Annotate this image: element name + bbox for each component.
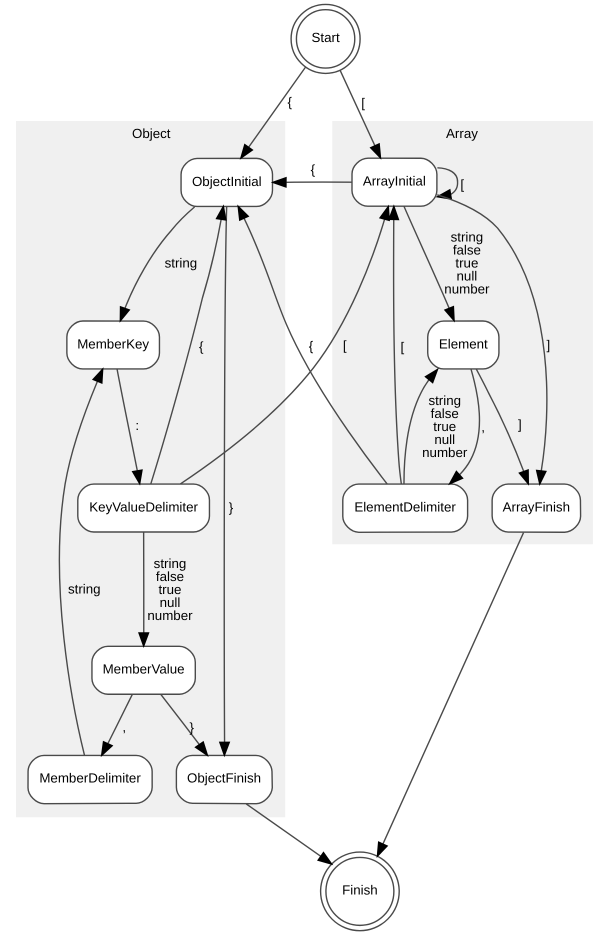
svg-text:true: true <box>433 419 456 434</box>
svg-text:[: [ <box>401 339 405 354</box>
svg-text:,: , <box>122 720 126 735</box>
svg-text::: : <box>135 418 139 433</box>
svg-text:]: ] <box>518 417 522 432</box>
svg-text:[: [ <box>460 177 464 192</box>
svg-text:string: string <box>451 230 484 245</box>
svg-text:}: } <box>229 500 234 515</box>
svg-text:null: null <box>434 432 455 447</box>
svg-text:}: } <box>189 720 194 735</box>
svg-text:KeyValueDelimiter: KeyValueDelimiter <box>89 499 198 514</box>
svg-text:{: { <box>311 162 316 177</box>
svg-text:Array: Array <box>446 126 478 141</box>
svg-text:ArrayFinish: ArrayFinish <box>503 499 570 514</box>
svg-text:false: false <box>431 406 459 421</box>
svg-text:string: string <box>154 556 187 571</box>
svg-text:[: [ <box>361 96 365 111</box>
svg-text:[: [ <box>343 338 347 353</box>
svg-text:{: { <box>199 339 204 354</box>
svg-text:,: , <box>481 419 485 434</box>
svg-text:string: string <box>428 393 461 408</box>
svg-text:ObjectFinish: ObjectFinish <box>187 771 261 786</box>
svg-text:ObjectInitial: ObjectInitial <box>192 174 262 189</box>
svg-text:]: ] <box>547 338 551 353</box>
svg-text:MemberDelimiter: MemberDelimiter <box>39 771 141 786</box>
svg-text:number: number <box>444 282 490 297</box>
svg-text:number: number <box>147 608 193 623</box>
svg-text:{: { <box>287 94 292 109</box>
svg-text:number: number <box>422 445 468 460</box>
svg-text:false: false <box>156 569 184 584</box>
svg-text:true: true <box>158 582 181 597</box>
svg-text:Start: Start <box>312 30 340 45</box>
svg-text:MemberKey: MemberKey <box>77 336 149 351</box>
svg-text:null: null <box>457 269 478 284</box>
svg-text:string: string <box>165 255 198 270</box>
svg-text:Element: Element <box>439 336 488 351</box>
svg-text:{: { <box>309 339 314 354</box>
svg-text:Object: Object <box>132 126 171 141</box>
svg-text:ArrayInitial: ArrayInitial <box>363 174 426 189</box>
svg-text:true: true <box>455 256 478 271</box>
svg-text:Finish: Finish <box>342 883 378 898</box>
svg-text:false: false <box>453 243 481 258</box>
svg-text:MemberValue: MemberValue <box>103 662 185 677</box>
svg-text:ElementDelimiter: ElementDelimiter <box>354 499 456 514</box>
svg-text:string: string <box>68 582 101 597</box>
svg-text:null: null <box>160 595 181 610</box>
